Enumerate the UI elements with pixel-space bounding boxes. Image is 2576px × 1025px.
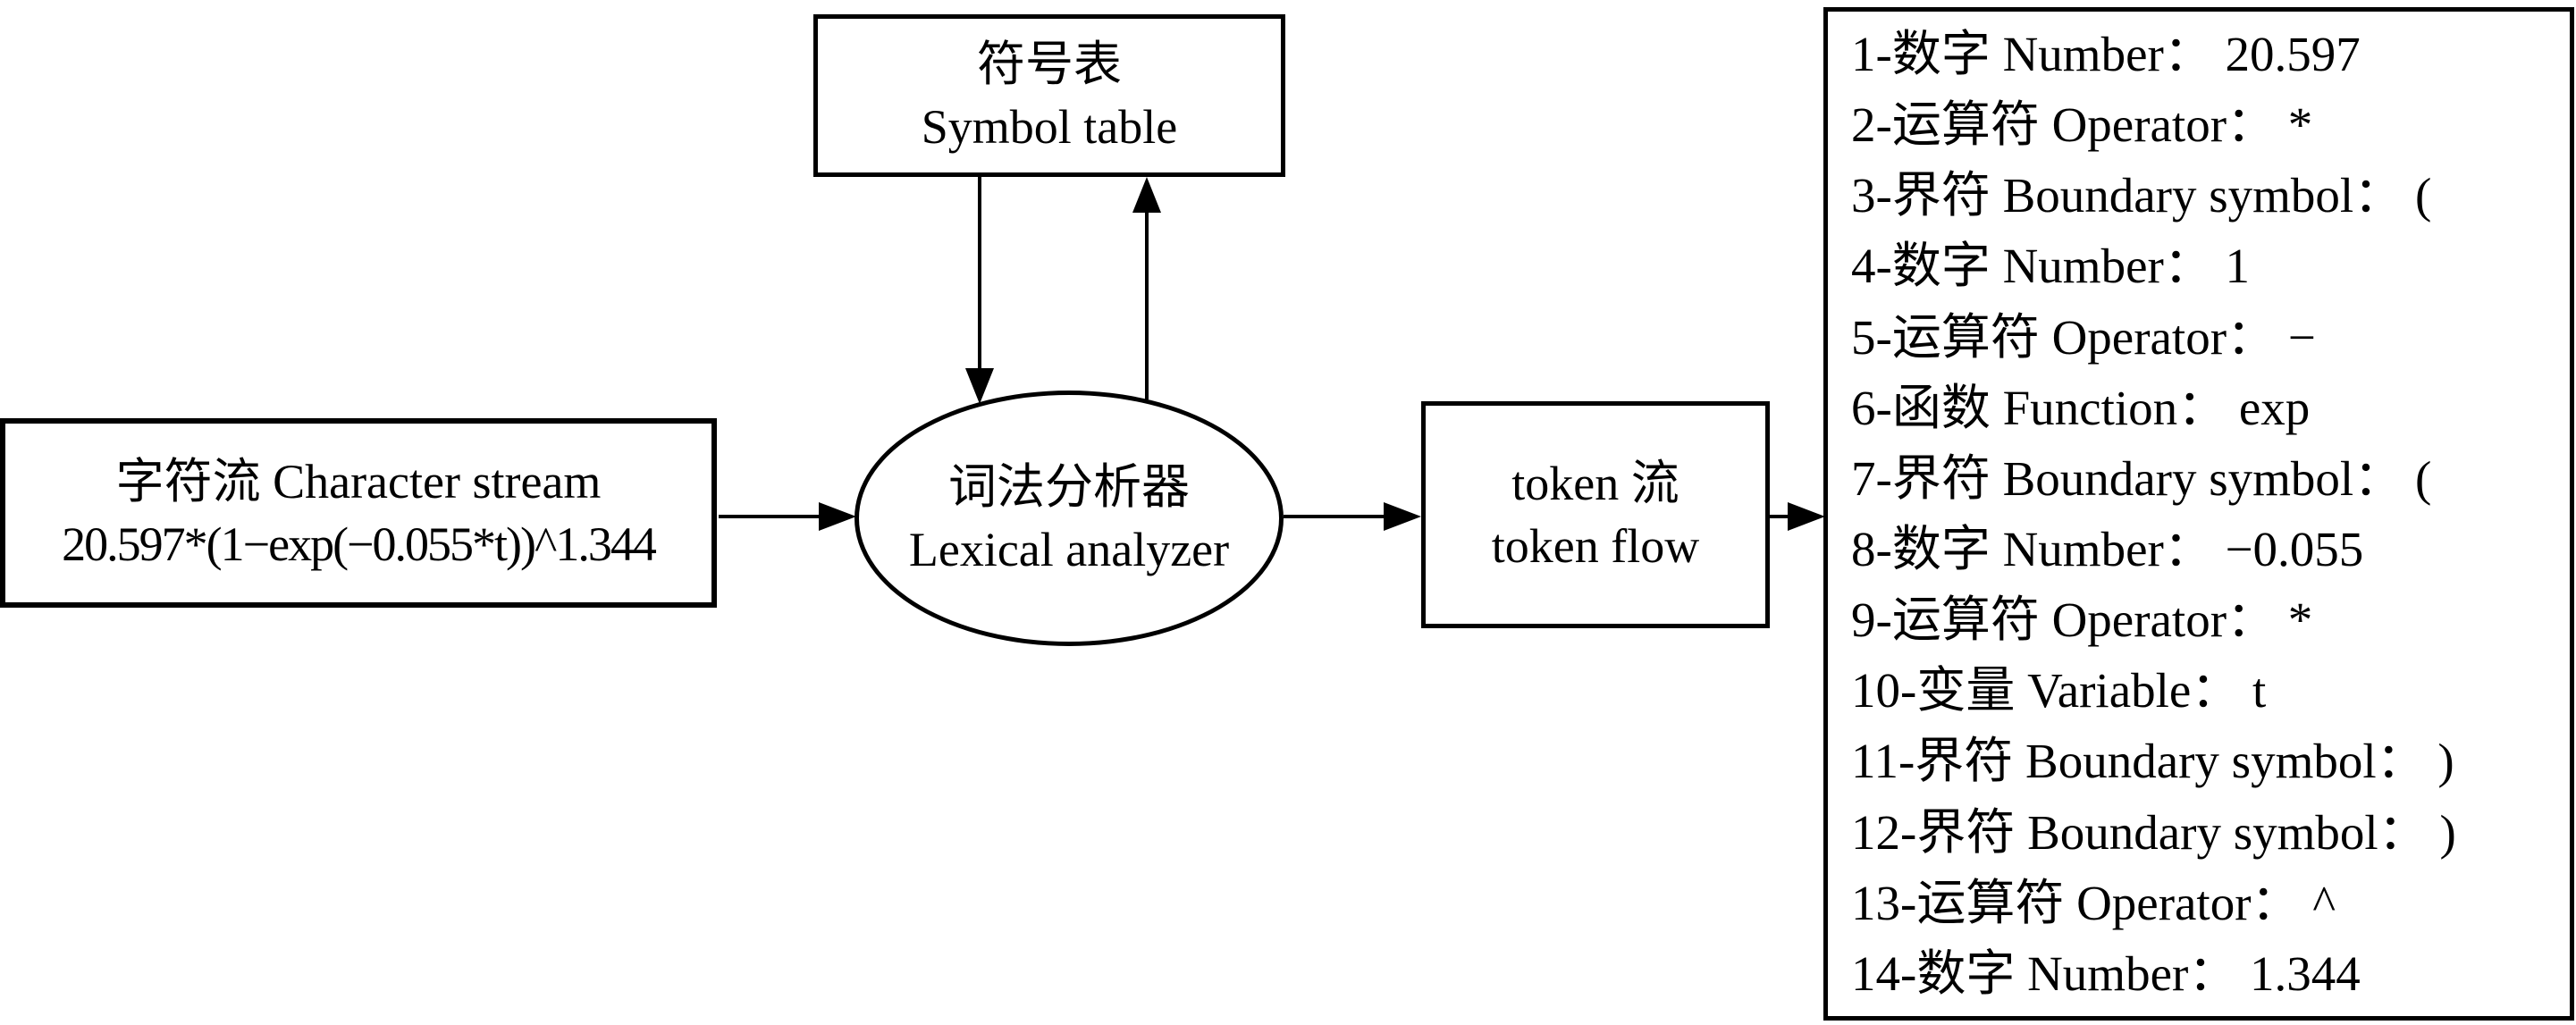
token-list-item: 3-界符 Boundary symbol： (: [1851, 168, 2432, 223]
arrow-token-flow-to-token-list: [1770, 502, 1825, 531]
arrowhead-right-icon: [1788, 502, 1825, 531]
token-list-item: 8-数字 Number： −0.055: [1851, 522, 2364, 577]
token-list-item: 10-变量 Variable： t: [1851, 663, 2267, 718]
arrowhead-up-icon: [1132, 177, 1161, 213]
arrow-symbol-table-to-lexer: [965, 177, 994, 404]
token-list-item: 5-运算符 Operator： −: [1851, 309, 2316, 365]
arrow-lexer-to-token-flow: [1284, 502, 1421, 531]
character-stream-formula: 20.597*(1−exp(−0.055*t))^1.344: [62, 517, 657, 571]
arrow-lexer-to-symbol-table: [1132, 177, 1161, 399]
token-list-item: 9-运算符 Operator： *: [1851, 592, 2313, 648]
token-list-item: 14-数字 Number： 1.344: [1851, 945, 2361, 1001]
symbol-table-box: 符号表 Symbol table: [813, 14, 1285, 177]
lexical-analyzer-label-en: Lexical analyzer: [908, 523, 1230, 576]
token-flow-box: token 流 token flow: [1421, 401, 1770, 628]
arrow-character-stream-to-lexer: [719, 502, 856, 531]
token-flow-label-en: token flow: [1491, 519, 1700, 573]
symbol-table-label-en: Symbol table: [921, 100, 1178, 154]
arrowhead-right-icon: [819, 502, 856, 531]
arrowhead-right-icon: [1384, 502, 1421, 531]
character-stream-label: 字符流 Character stream: [115, 454, 602, 508]
token-list-item: 2-运算符 Operator： *: [1851, 97, 2313, 153]
token-list-panel: 1-数字 Number： 20.597 2-运算符 Operator： * 3-…: [1823, 7, 2574, 1021]
token-list-item: 7-界符 Boundary symbol： (: [1851, 450, 2432, 506]
token-flow-label-zh: token 流: [1511, 456, 1679, 510]
token-list-item: 12-界符 Boundary symbol： ): [1851, 804, 2456, 860]
lexical-analyzer-label-zh: 词法分析器: [948, 459, 1190, 514]
token-list-item: 11-界符 Boundary symbol： ): [1851, 734, 2454, 789]
symbol-table-label-zh: 符号表: [977, 37, 1122, 91]
token-list-item: 6-函数 Function： exp: [1851, 380, 2311, 435]
lexical-analyzer-ellipse: 词法分析器 Lexical analyzer: [854, 391, 1284, 646]
token-list-item: 4-数字 Number： 1: [1851, 239, 2251, 294]
token-list: 1-数字 Number： 20.597 2-运算符 Operator： * 3-…: [1828, 12, 2570, 1016]
token-list-item: 13-运算符 Operator： ^: [1851, 875, 2336, 930]
token-list-item: 1-数字 Number： 20.597: [1851, 27, 2361, 82]
character-stream-box: 字符流 Character stream 20.597*(1−exp(−0.05…: [0, 418, 717, 608]
